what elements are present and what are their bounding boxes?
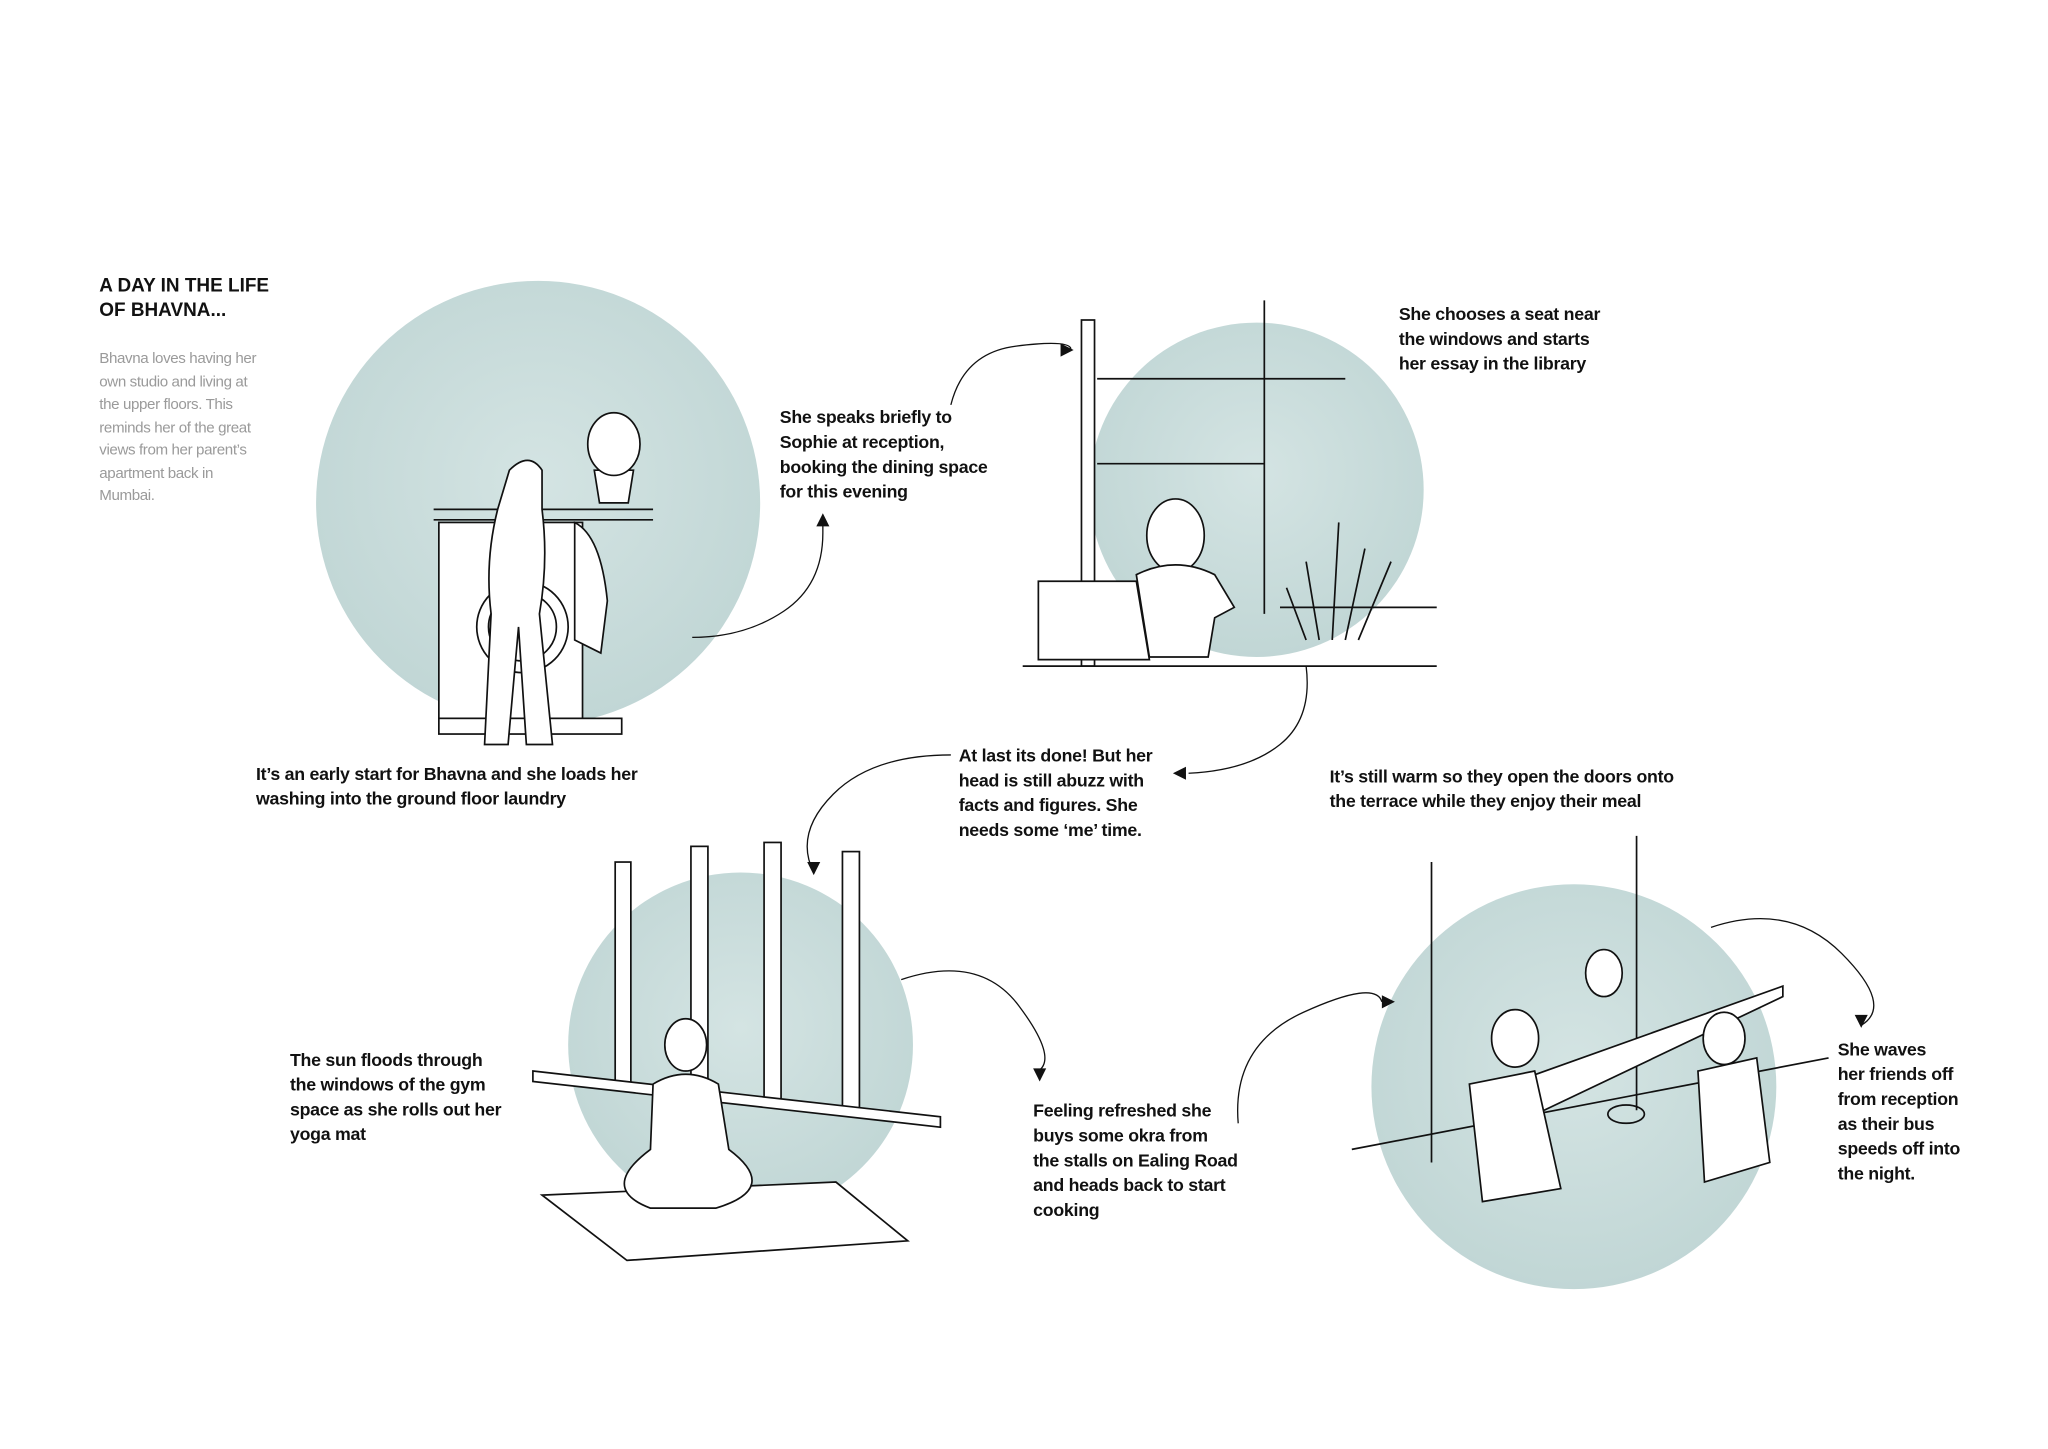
- para-line: the upper floors. This: [99, 395, 233, 413]
- caption-line: as their bus: [1837, 1114, 1935, 1134]
- caption-line: space as she rolls out her: [289, 1099, 502, 1120]
- caption-line: booking the dining space: [779, 457, 988, 477]
- caption-line: Feeling refreshed she: [1033, 1101, 1212, 1121]
- intro-paragraph: Bhavna loves having her own studio and l…: [99, 347, 282, 507]
- caption-line: She waves: [1837, 1039, 1927, 1060]
- gym-sketch: [532, 841, 942, 1262]
- arrow-dining-to-waves: [1710, 918, 1875, 1026]
- caption-laundry: It’s an early start for Bhavna and she l…: [255, 761, 638, 811]
- caption-line: her friends off: [1837, 1064, 1954, 1085]
- caption-terrace: It’s still warm so they open the doors o…: [1329, 764, 1675, 814]
- title-line: OF BHAVNA...: [99, 300, 227, 322]
- arrow-laundry-to-reception: [692, 519, 824, 639]
- para-line: Bhavna loves having her: [99, 350, 257, 368]
- caption-done: At last its done! But her head is still …: [959, 743, 1153, 842]
- caption-line: At last its done! But her: [958, 745, 1153, 766]
- caption-waves: She waves her friends off from reception…: [1837, 1037, 1961, 1186]
- caption-line: Sophie at reception,: [779, 432, 945, 452]
- caption-line: her essay in the library: [1398, 353, 1587, 374]
- title-line: A DAY IN THE LIFE: [99, 275, 270, 297]
- caption-line: She chooses a seat near: [1398, 304, 1601, 324]
- caption-reception: She speaks briefly to Sophie at receptio…: [780, 405, 988, 504]
- caption-line: the stalls on Ealing Road: [1033, 1150, 1238, 1171]
- library-sketch: [1022, 300, 1437, 667]
- caption-line: the windows and starts: [1398, 329, 1590, 349]
- para-line: Mumbai.: [99, 487, 155, 505]
- caption-line: yoga mat: [289, 1124, 366, 1145]
- caption-line: needs some ‘me’ time.: [958, 820, 1142, 840]
- para-line: views from her parent’s: [99, 441, 247, 459]
- caption-line: facts and figures. She: [958, 795, 1138, 816]
- caption-line: the terrace while they enjoy their meal: [1329, 791, 1642, 812]
- caption-gym: The sun floods through the windows of th…: [289, 1048, 502, 1147]
- connector-arrows: [692, 342, 1875, 1124]
- arrow-gym-to-okra: [901, 970, 1046, 1072]
- laundry-sketch: [433, 411, 654, 746]
- arrowheads: [807, 343, 1868, 1082]
- caption-line: speeds off into: [1837, 1138, 1961, 1159]
- caption-okra: Feeling refreshed she buys some okra fro…: [1033, 1098, 1238, 1222]
- caption-line: The sun floods through: [289, 1050, 483, 1070]
- para-line: own studio and living at: [99, 372, 248, 390]
- arrow-reception-to-library: [950, 342, 1072, 406]
- arrow-done-to-gym: [806, 754, 951, 873]
- para-line: reminds her of the great: [99, 418, 251, 436]
- caption-line: for this evening: [779, 481, 908, 502]
- arrow-library-to-done: [1188, 666, 1308, 774]
- caption-line: and heads back to start: [1033, 1175, 1226, 1196]
- para-line: apartment back in: [99, 464, 213, 482]
- caption-line: It’s still warm so they open the doors o…: [1329, 766, 1675, 787]
- caption-line: buys some okra from: [1033, 1125, 1208, 1146]
- caption-line: She speaks briefly to: [779, 407, 952, 428]
- caption-line: the windows of the gym: [289, 1074, 486, 1095]
- page-title: A DAY IN THE LIFE OF BHAVNA...: [99, 274, 269, 324]
- caption-line: head is still abuzz with: [958, 770, 1144, 791]
- caption-line: It’s an early start for Bhavna and she l…: [255, 764, 638, 784]
- caption-line: cooking: [1033, 1200, 1100, 1220]
- caption-line: from reception: [1837, 1089, 1959, 1109]
- caption-line: washing into the ground floor laundry: [255, 788, 566, 809]
- caption-library: She chooses a seat near the windows and …: [1398, 302, 1601, 376]
- caption-line: the night.: [1837, 1163, 1916, 1184]
- arrow-okra-to-dining: [1237, 992, 1383, 1124]
- dining-sketch: [1351, 835, 1829, 1203]
